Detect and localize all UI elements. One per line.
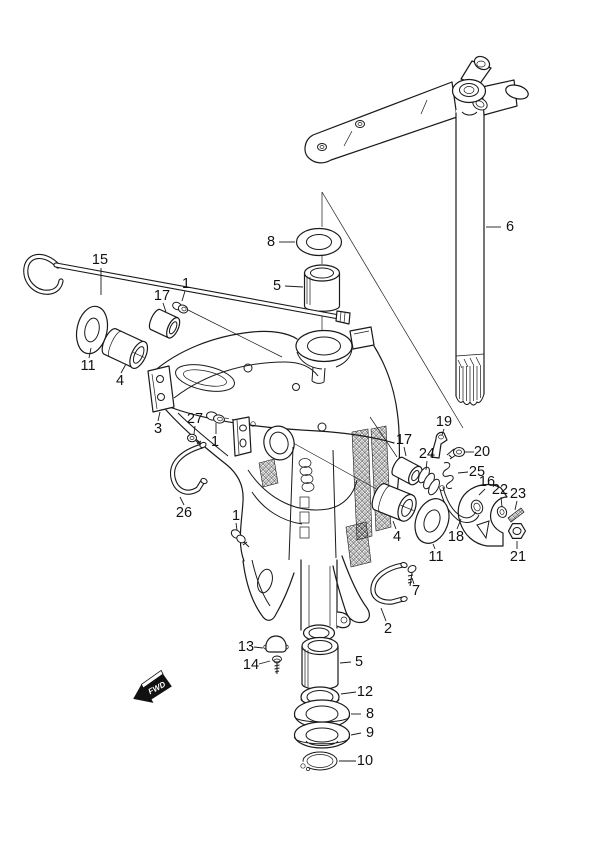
pin-23	[507, 507, 525, 523]
callout-leader-line	[514, 500, 518, 511]
upper-bushing-5	[303, 264, 341, 312]
callout-leader-line	[253, 646, 264, 649]
callout-leader-line	[193, 425, 196, 435]
part-number-label: 22	[492, 482, 508, 498]
tilt-rod-15	[23, 253, 351, 325]
bushing-4-right	[371, 483, 417, 522]
part-number-label: 3	[154, 421, 162, 437]
part-number-label: 1	[182, 276, 190, 292]
callout-leader-line	[284, 285, 304, 288]
bolt-7	[407, 565, 417, 587]
bushing-17-left	[148, 308, 181, 339]
clip-19	[430, 431, 448, 459]
nut-21	[507, 522, 527, 540]
callout-leader-line	[350, 732, 362, 736]
washer-9	[293, 721, 351, 749]
part-number-label: 2	[384, 621, 392, 637]
part-number-label: 1	[211, 434, 219, 450]
part-number-label: 9	[366, 725, 374, 741]
part-number-label: 4	[116, 373, 124, 389]
callout-leader-line	[88, 347, 92, 359]
part-number-label: 10	[357, 753, 373, 769]
part-number-label: 11	[80, 358, 95, 374]
washer-11-left	[75, 305, 109, 355]
swivel-bracket-body	[147, 326, 400, 642]
part-number-label: 8	[366, 706, 374, 722]
callout-leader-line	[441, 428, 445, 436]
callout-leader-line	[425, 460, 428, 471]
screw-20	[446, 447, 465, 460]
bushing-17-right	[391, 456, 423, 486]
callout-leader-line	[432, 543, 436, 550]
part-number-label: 21	[510, 549, 526, 565]
part-number-label: 5	[273, 278, 281, 294]
callout-leader-line	[181, 290, 186, 302]
washer-stack-24	[418, 466, 440, 496]
screw-27	[187, 433, 205, 448]
part-number-label: 17	[396, 432, 412, 448]
callout-leader-line	[457, 471, 469, 474]
part-number-label: 25	[469, 464, 485, 480]
part-number-label: 13	[238, 639, 254, 655]
part-number-label: 27	[187, 411, 203, 427]
callout-leader-line	[500, 496, 503, 508]
u-bolt-2	[370, 561, 408, 605]
callout-leader-line	[478, 488, 486, 496]
part-number-label: 23	[510, 486, 526, 502]
callout-leader-line	[340, 691, 357, 695]
part-number-label: 15	[92, 252, 108, 268]
part-number-label: 11	[428, 549, 443, 565]
callout-leader-line	[157, 411, 161, 422]
callout-leader-line	[380, 607, 387, 622]
fwd-arrow: FWD	[133, 669, 172, 703]
callout-leader-line	[456, 518, 462, 530]
part-number-label: 26	[176, 505, 192, 521]
callout-leader-line	[120, 363, 127, 374]
callout-leader-line	[179, 496, 185, 506]
bolt-1-bottom	[230, 529, 250, 548]
part-number-label: 8	[267, 234, 275, 250]
clamp-rod-26	[169, 441, 208, 495]
part-number-label: 19	[436, 414, 452, 430]
callout-leader-line	[235, 522, 238, 531]
part-number-label: 16	[479, 474, 495, 490]
callout-leader-line	[339, 661, 352, 664]
upper-seal-ring-8	[295, 227, 343, 257]
washer-11-right	[414, 498, 450, 544]
swivel-shaft	[451, 55, 529, 406]
bolt-1-left	[172, 301, 189, 314]
part-number-label: 24	[419, 446, 435, 462]
part-number-label: 4	[393, 529, 401, 545]
part-number-label: 18	[448, 529, 464, 545]
lower-bushing-5	[301, 636, 339, 690]
callout-leader-line	[411, 577, 415, 585]
callout-leader-line	[162, 302, 167, 313]
spring-25	[442, 462, 454, 489]
callout-leader-line	[258, 660, 271, 665]
cap-13	[263, 635, 289, 653]
washer-22	[496, 506, 508, 518]
callout-leader-line	[392, 520, 397, 530]
part-number-label: 17	[154, 288, 170, 304]
screw-14	[272, 655, 282, 674]
part-number-label: 12	[357, 684, 373, 700]
bushing-4-left	[101, 328, 149, 369]
part-number-label: 1	[232, 508, 240, 524]
part-number-label: 14	[243, 657, 259, 673]
snap-ring-10	[297, 751, 338, 771]
part-number-label: 5	[355, 654, 363, 670]
bracket-plate-16	[457, 483, 508, 547]
hook-rod-18	[439, 485, 480, 523]
steering-arm	[304, 81, 458, 164]
part-number-label: 7	[412, 583, 420, 599]
callout-leader-line	[403, 446, 407, 457]
part-number-label: 6	[506, 219, 514, 235]
part-number-label: 20	[474, 444, 490, 460]
bolt-1-center	[206, 411, 225, 424]
